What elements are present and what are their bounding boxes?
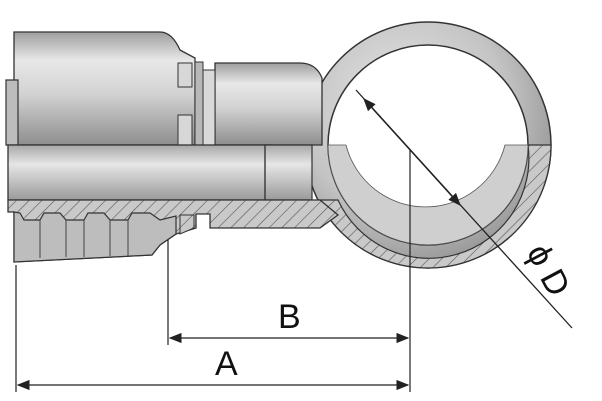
banjo-eye (304, 21, 552, 269)
inner-tube (7, 144, 313, 201)
neck (214, 62, 323, 146)
label-diameter: ϕ D (519, 238, 577, 303)
diameter-dimension (355, 89, 573, 329)
socket-body (5, 31, 216, 146)
socket-section (7, 199, 340, 263)
label-b: B (278, 298, 301, 336)
extension-lines (15, 150, 411, 392)
label-a: A (215, 345, 238, 383)
